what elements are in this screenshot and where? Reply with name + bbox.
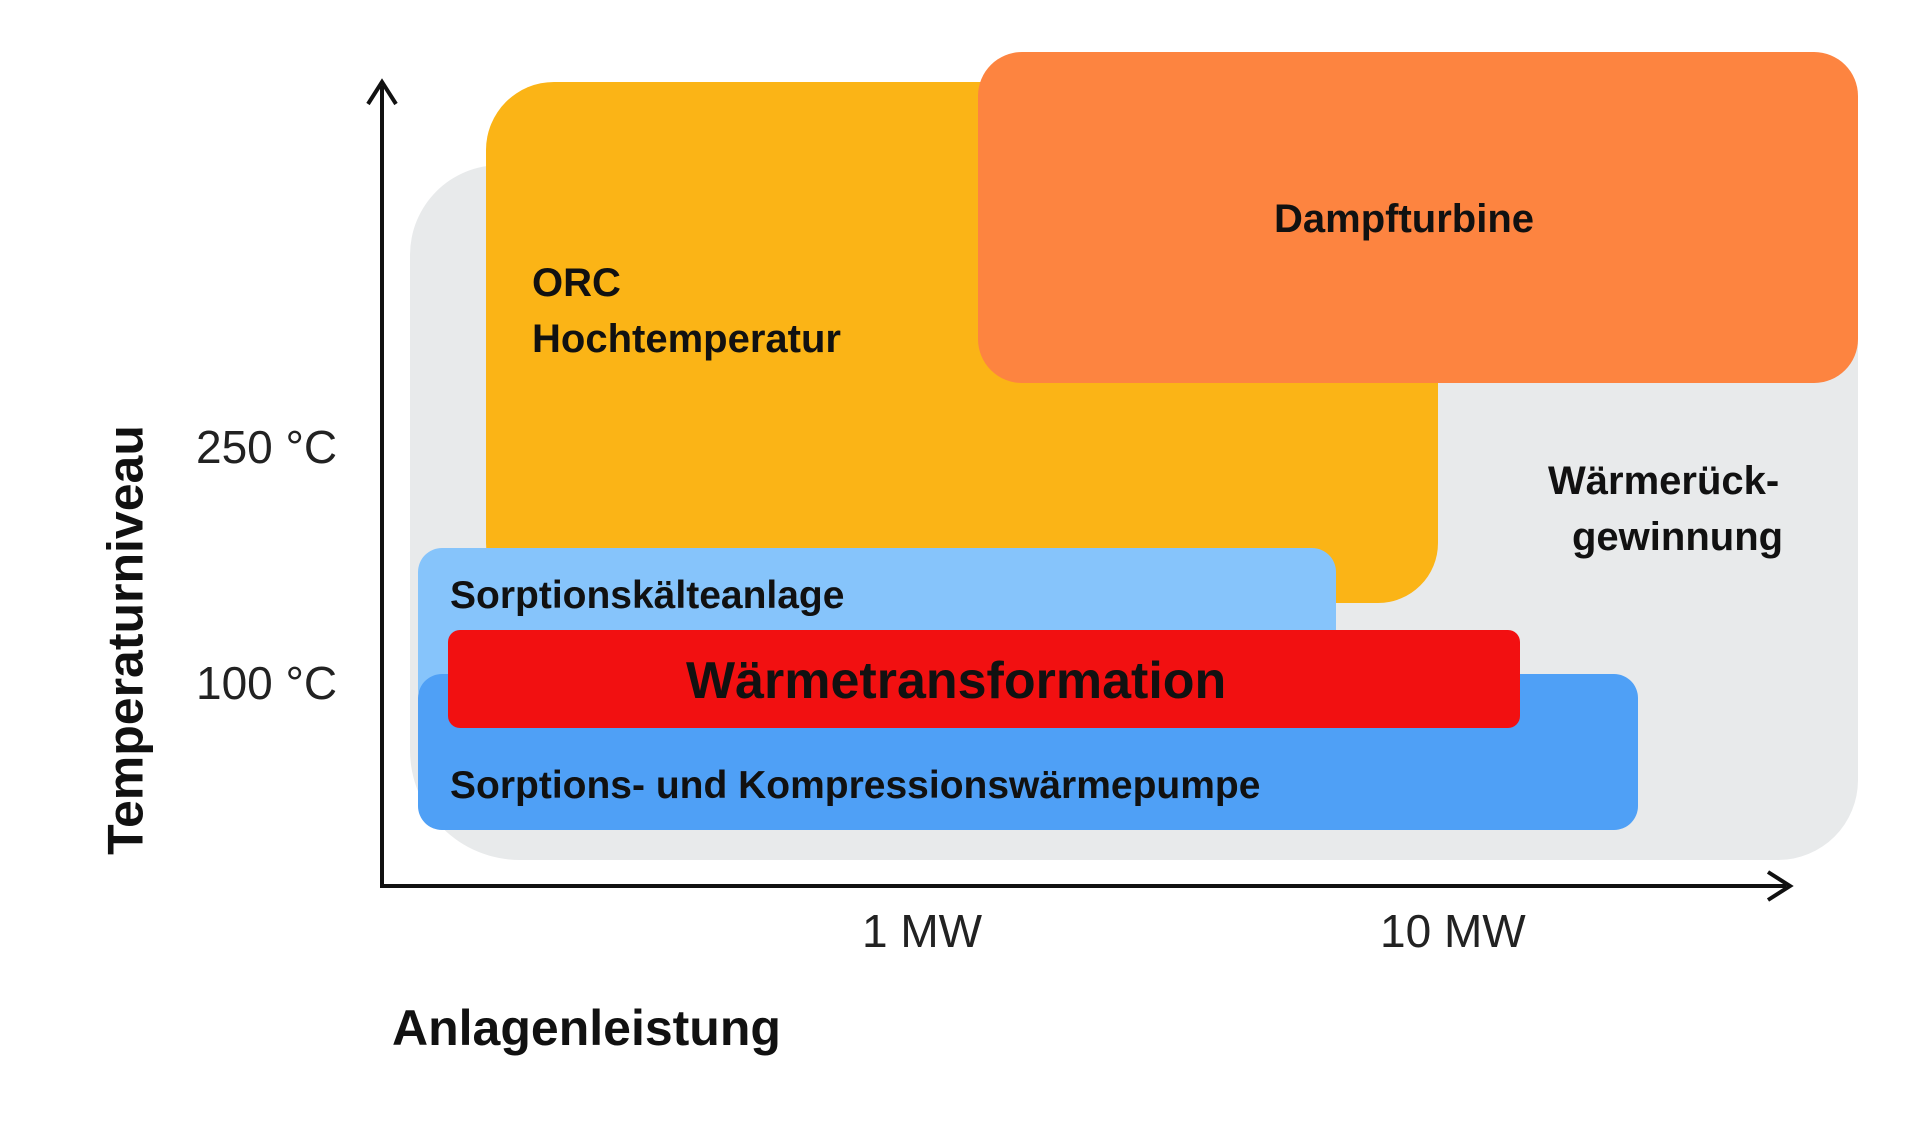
y-tick-100: 100 °C	[196, 657, 338, 709]
x-axis-label: Anlagenleistung	[392, 1000, 781, 1056]
x-tick-10mw: 10 MW	[1380, 905, 1526, 957]
y-tick-250: 250 °C	[196, 421, 338, 473]
label-orc-line2: Hochtemperatur	[532, 317, 841, 361]
y-axis-arrow-icon	[366, 78, 398, 106]
label-sorptionskaelteanlage: Sorptionskälteanlage	[450, 574, 845, 617]
label-orc-line1: ORC	[532, 261, 621, 305]
label-waermepumpe: Sorptions- und Kompressionswärmepumpe	[450, 764, 1261, 807]
label-waermerueckgewinnung-line2: gewinnung	[1572, 515, 1784, 559]
region-dampfturbine	[978, 52, 1858, 383]
label-waermerueckgewinnung-line1: Wärmerück-	[1548, 459, 1780, 503]
x-tick-1mw: 1 MW	[862, 905, 983, 957]
y-axis-label: Temperaturniveau	[97, 425, 154, 855]
label-dampfturbine: Dampfturbine	[1274, 197, 1534, 241]
x-axis-arrow-icon	[1766, 870, 1794, 902]
label-waermetransformation: Wärmetransformation	[686, 652, 1227, 710]
region-waermetransformation	[448, 630, 1520, 728]
